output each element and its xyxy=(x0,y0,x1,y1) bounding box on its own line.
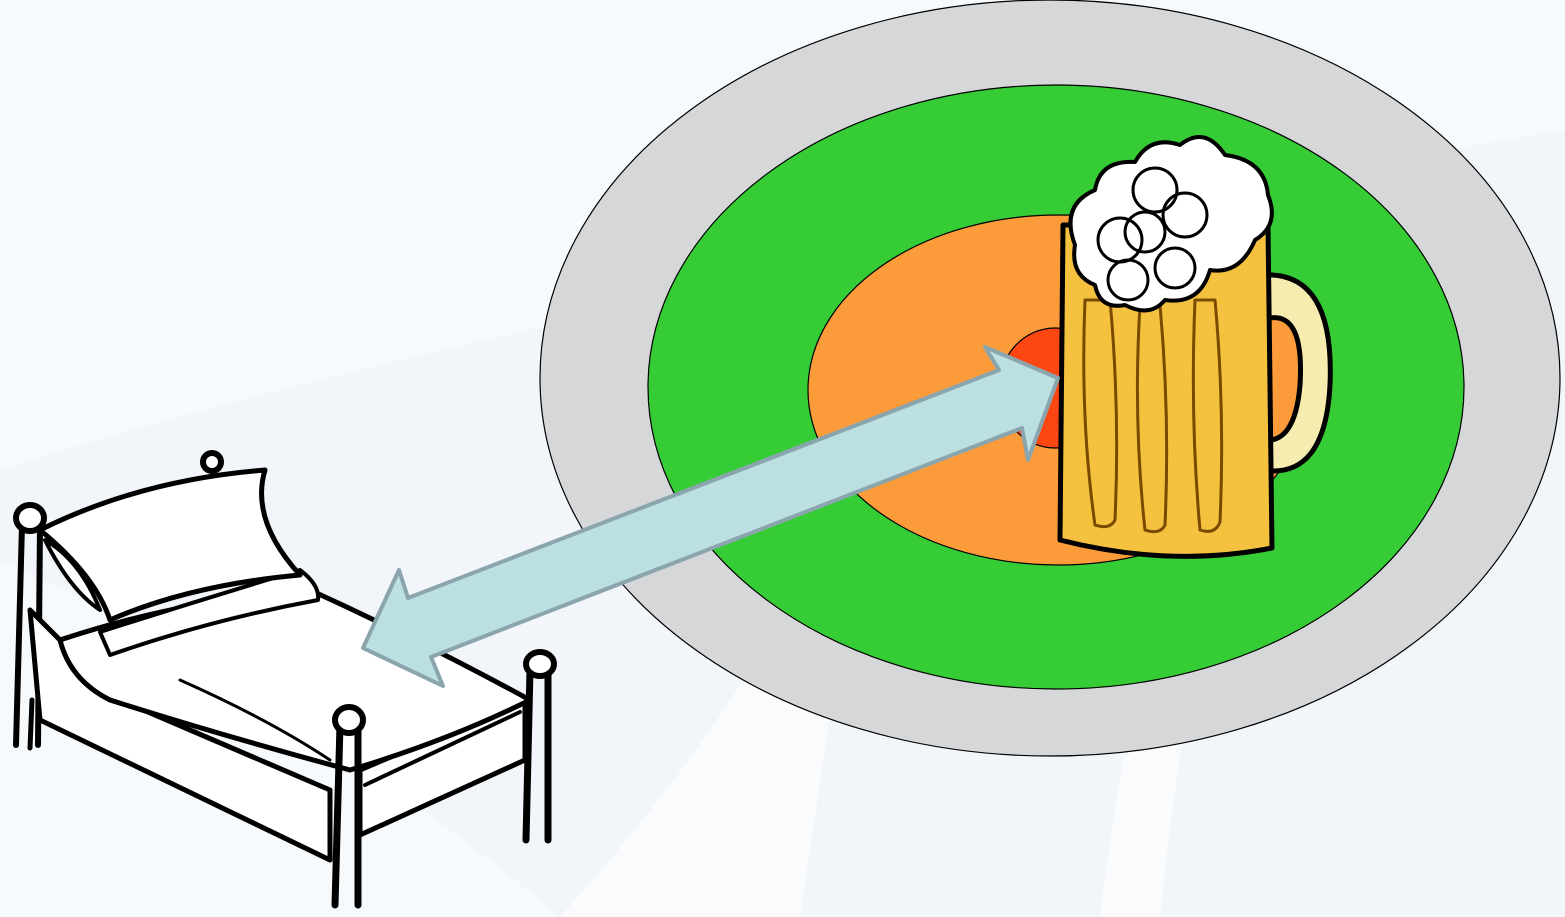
bed-blanket-fold xyxy=(98,568,321,657)
foam-bubble xyxy=(1153,246,1197,290)
foam-bubble xyxy=(1131,166,1179,214)
bed-foot-post xyxy=(331,721,344,909)
foam-bubble xyxy=(1106,258,1150,302)
beer-mug-rib xyxy=(1191,298,1224,533)
background-band-3 xyxy=(1100,720,1185,917)
arrow-shape xyxy=(361,345,1060,688)
beer-mug-icon xyxy=(1057,135,1333,559)
beer-mug-rib xyxy=(1082,298,1119,529)
bed-pillow-corner xyxy=(43,538,102,612)
double-headed-arrow xyxy=(361,345,1060,688)
bed-foot-knob xyxy=(332,704,366,736)
bed-foot-post-right xyxy=(522,666,534,844)
bed-blanket-crease xyxy=(178,678,332,762)
bed-foot-left xyxy=(27,697,35,751)
bed-headboard-post xyxy=(13,522,25,748)
beer-foam xyxy=(1068,135,1274,313)
foam-bubble xyxy=(1123,210,1167,254)
bed-rail-line xyxy=(363,710,522,787)
foam-bubble xyxy=(1161,191,1209,239)
bed-icon xyxy=(13,450,557,909)
bed-foot-knob-right xyxy=(523,649,557,679)
bed-post-knob xyxy=(13,502,47,534)
background-band-2 xyxy=(560,650,840,917)
beer-foam-cloud xyxy=(1068,135,1274,313)
bed-far-post-knob xyxy=(200,450,224,474)
beer-mug-rib xyxy=(1135,303,1169,534)
beer-foam-bubbles xyxy=(1096,166,1209,302)
bed-pillow xyxy=(37,467,303,623)
beer-mug-ribs xyxy=(1082,298,1224,534)
